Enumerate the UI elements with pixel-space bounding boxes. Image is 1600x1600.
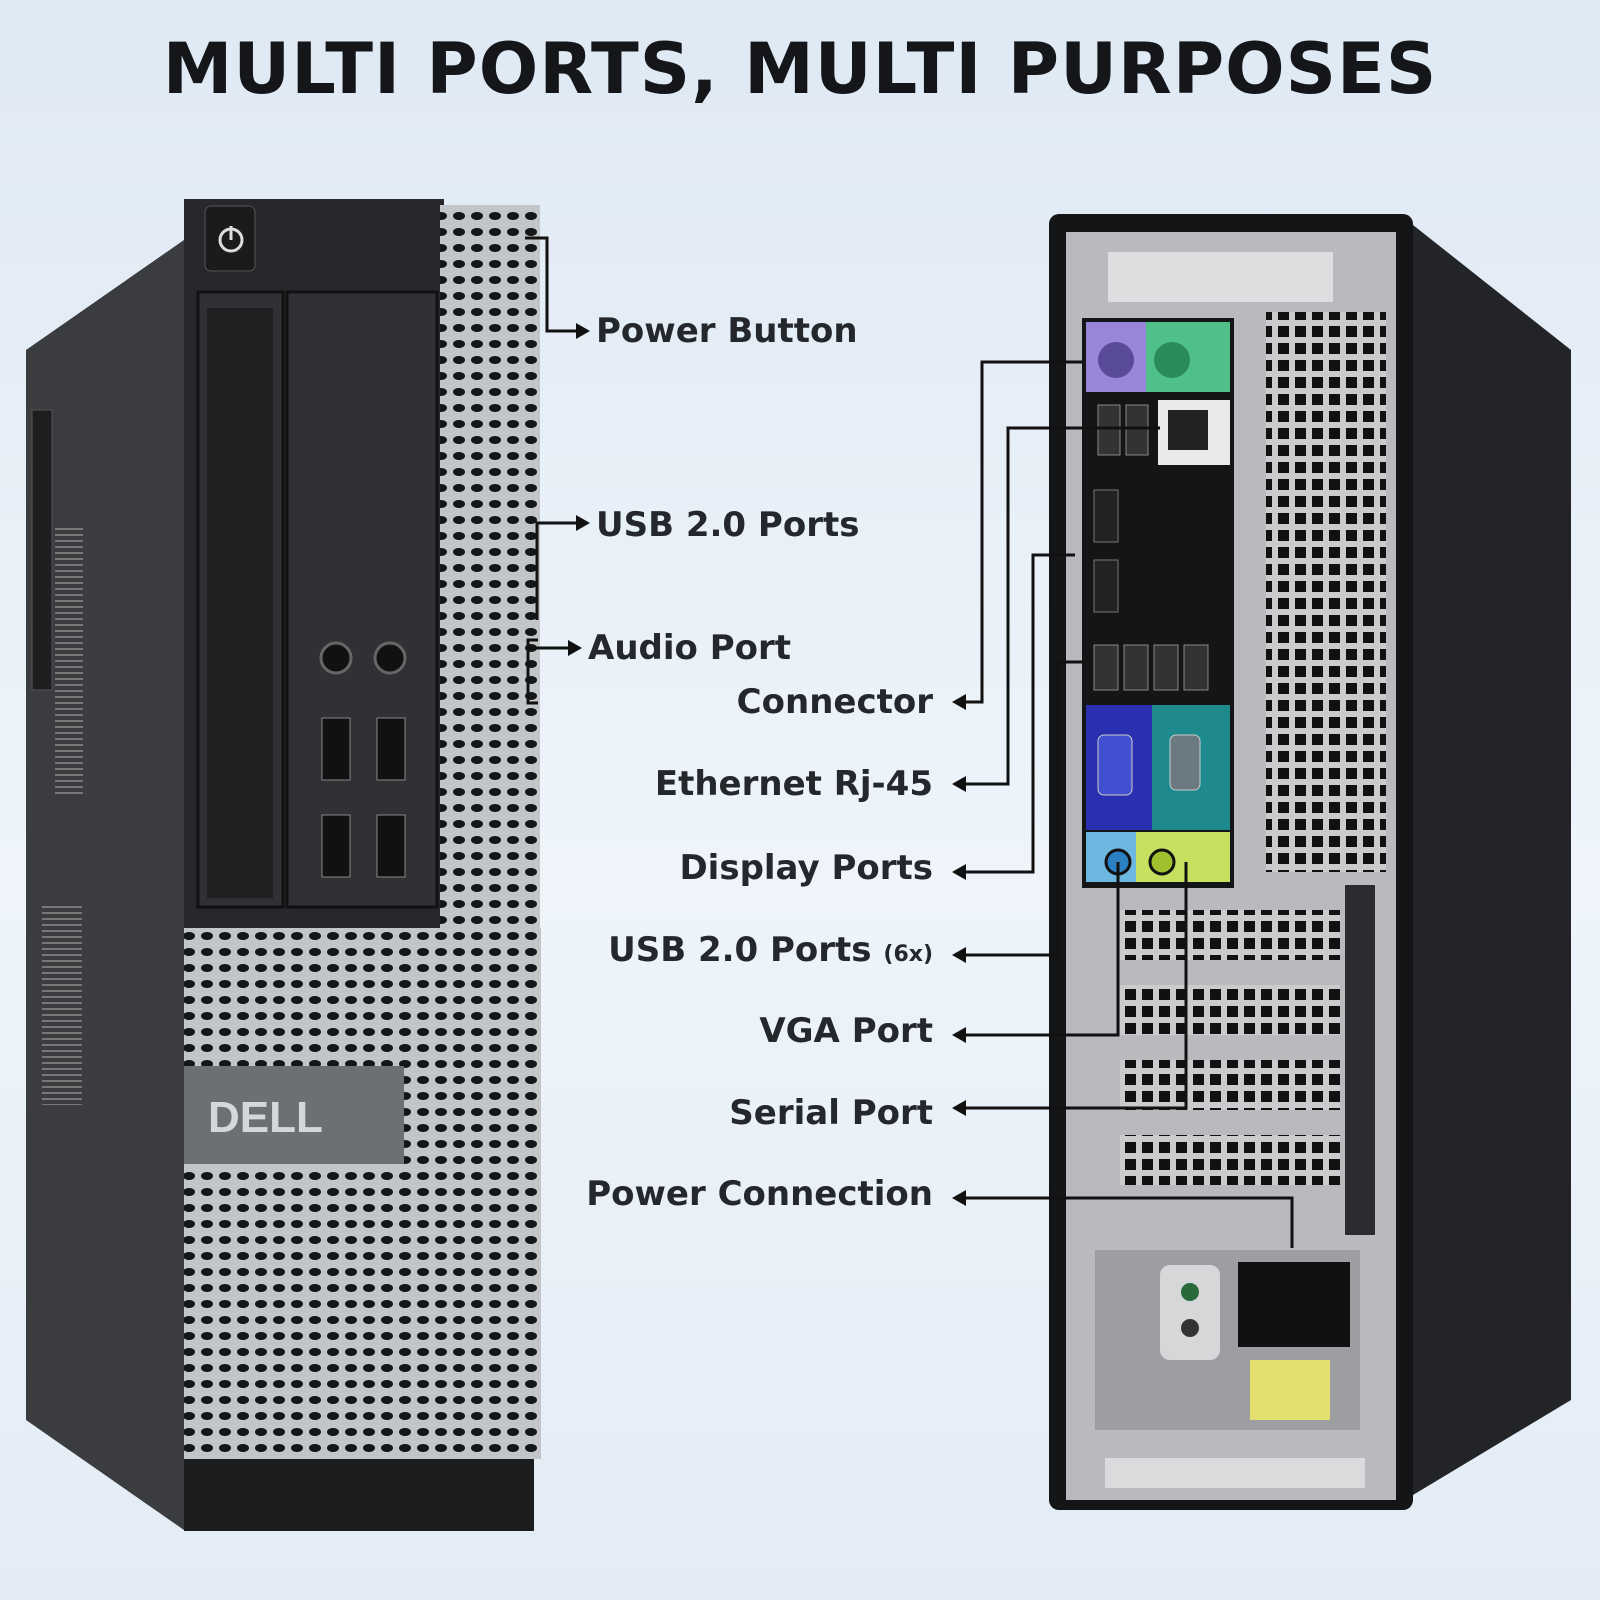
arrowheads xyxy=(568,323,966,1206)
front-tower: DELL xyxy=(26,199,541,1531)
rear-tower xyxy=(1049,214,1571,1510)
label-display-ports: Display Ports xyxy=(679,848,933,888)
label-ethernet: Ethernet Rj-45 xyxy=(654,764,933,804)
label-front-usb: USB 2.0 Ports xyxy=(596,505,860,545)
label-power-connection: Power Connection xyxy=(586,1174,933,1214)
page-title: MULTI PORTS, MULTI PURPOSES xyxy=(162,28,1438,110)
label-rear-usb: USB 2.0 Ports (6x) xyxy=(608,930,933,970)
label-connector: Connector xyxy=(736,682,933,722)
label-vga-port: VGA Port xyxy=(759,1011,933,1051)
label-power-button: Power Button xyxy=(596,311,858,351)
label-audio-port: Audio Port xyxy=(588,628,792,668)
label-rear-usb-text: USB 2.0 Ports xyxy=(608,930,872,970)
label-rear-usb-count: (6x) xyxy=(883,942,933,967)
dell-logo: DELL xyxy=(208,1093,323,1142)
label-serial-port: Serial Port xyxy=(729,1093,933,1133)
callout-lines xyxy=(525,236,1294,1248)
